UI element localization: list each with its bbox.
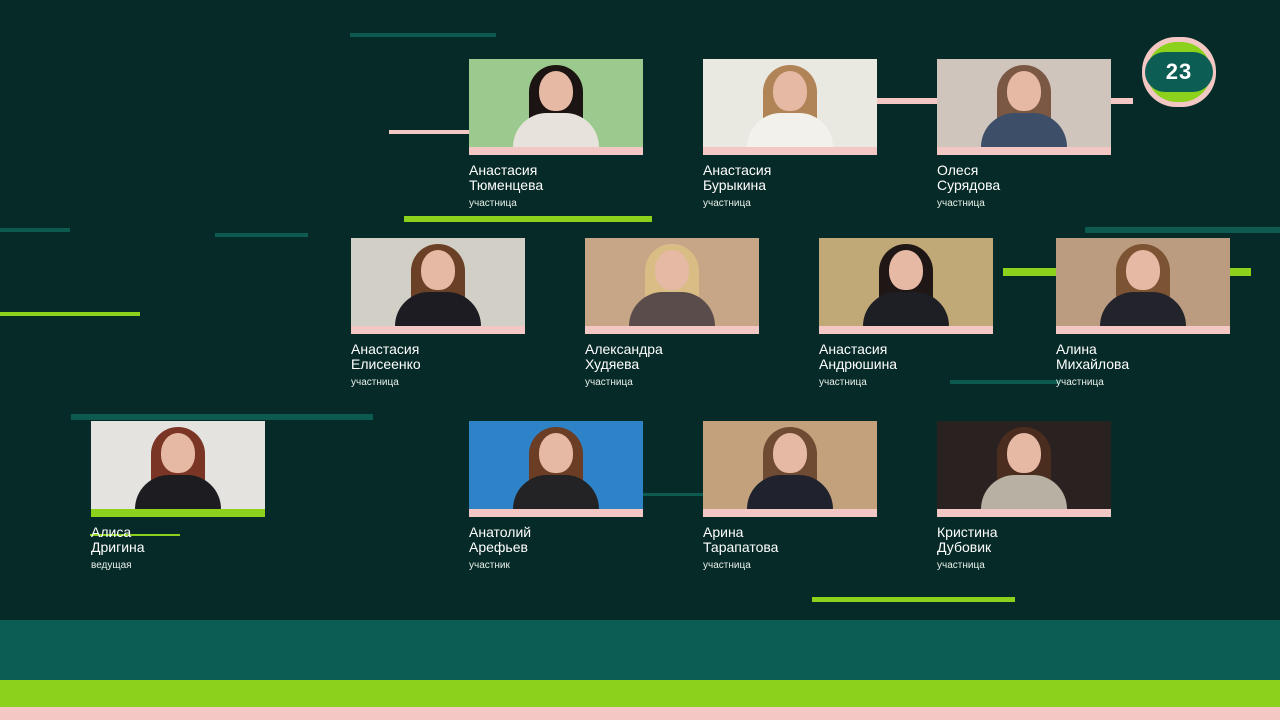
host-video <box>91 421 265 517</box>
participant-role: участница <box>819 377 867 388</box>
channel-logo: 23 <box>1142 37 1216 107</box>
decor-line <box>950 380 1060 384</box>
participant-role: участница <box>937 560 985 571</box>
participant-role: участница <box>1056 377 1104 388</box>
decor-line <box>90 534 180 536</box>
participant-video <box>819 238 993 334</box>
decor-line <box>404 216 652 222</box>
participant-role: участница <box>703 560 751 571</box>
decor-line <box>1085 227 1280 233</box>
participant-video <box>469 421 643 517</box>
decor-line <box>812 597 1015 602</box>
decor-line <box>389 130 469 134</box>
participant-video <box>1056 238 1230 334</box>
participant-role: участник <box>469 560 510 571</box>
participant-role: участница <box>585 377 633 388</box>
decor-line <box>0 312 140 316</box>
decor-line <box>350 33 496 37</box>
participant-video <box>351 238 525 334</box>
decor-line <box>0 228 70 232</box>
participant-video <box>703 59 877 155</box>
participant-role: участница <box>937 198 985 209</box>
participant-video <box>937 421 1111 517</box>
decor-line <box>71 414 373 420</box>
participant-role: участница <box>351 377 399 388</box>
participant-video <box>469 59 643 155</box>
participant-video <box>585 238 759 334</box>
bottom-band <box>0 707 1280 720</box>
host-role: ведущая <box>91 560 132 571</box>
decor-line <box>215 233 308 237</box>
participant-role: участница <box>703 198 751 209</box>
bottom-band <box>0 620 1280 680</box>
logo-text: 23 <box>1165 59 1193 84</box>
participant-video <box>937 59 1111 155</box>
bottom-band <box>0 680 1280 707</box>
participant-video <box>703 421 877 517</box>
decor-line <box>643 493 703 496</box>
participant-role: участница <box>469 198 517 209</box>
